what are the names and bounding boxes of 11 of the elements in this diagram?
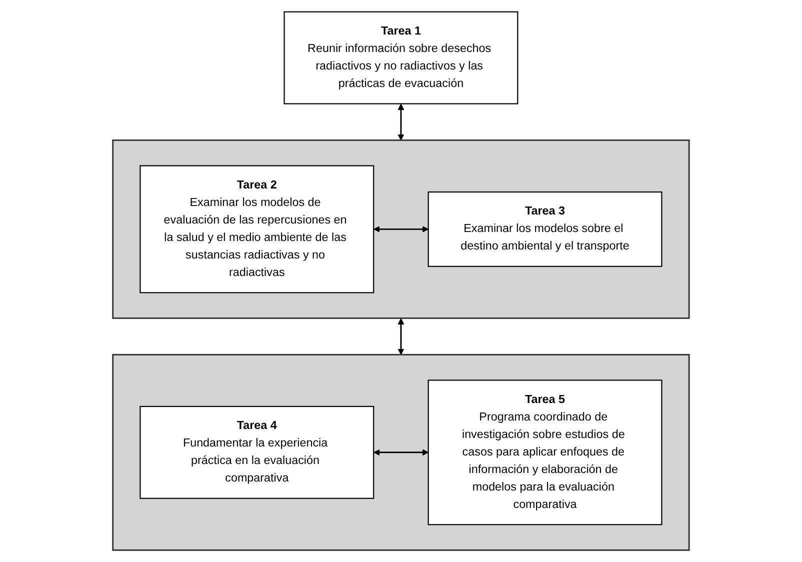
- cluster: [112, 139, 690, 319]
- node-box: Tarea 4 Fundamentar la experiencia práctica en la evaluación comparativa: [140, 406, 374, 499]
- arrow: [374, 226, 429, 232]
- arrow: [398, 104, 404, 140]
- node-box: Tarea 2 Examinar los modelos de evaluación de las repercusiones en la salud y el medio ambiente de las sustancias radiactivas y no radiactivas: [140, 165, 374, 294]
- node-box: Tarea 1 Reunir información sobre desechos radiactivos y no radiactivos y las prácticas de evacuación: [284, 11, 518, 104]
- node-box: Tarea 3 Examinar los modelos sobre el destino ambiental y el transporte: [428, 191, 662, 267]
- node-box: Tarea 5 Programa coordinado de investigación sobre estudios de casos para aplicar enfoques de información y elaboración de modelos para la evaluación comparativa: [428, 380, 662, 526]
- cluster: [112, 354, 690, 551]
- arrow: [374, 449, 429, 456]
- arrow: [398, 318, 404, 355]
